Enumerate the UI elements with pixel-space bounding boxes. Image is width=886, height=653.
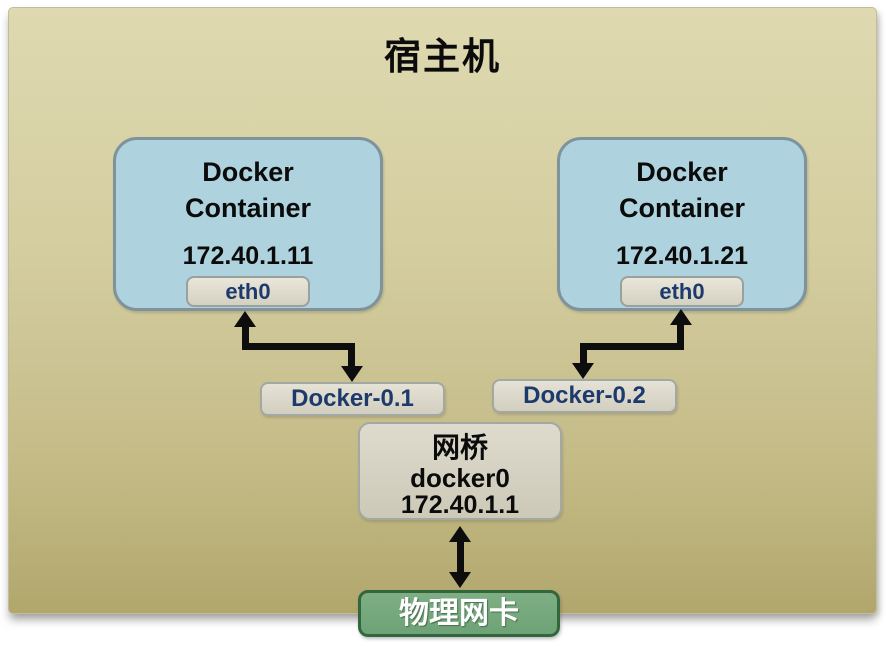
- arrowhead-down-icon: [341, 366, 363, 382]
- veth-docker-0-1-box: Docker-0.1: [260, 382, 445, 416]
- host-machine-title: 宿主机: [384, 36, 501, 77]
- arrow-segment: [242, 343, 355, 350]
- arrow-segment: [457, 540, 464, 574]
- arrowhead-down-icon: [572, 363, 594, 379]
- docker-container-1-name: Docker Container: [184, 157, 311, 223]
- arrowhead-up-icon: [670, 309, 692, 325]
- arrowhead-up-icon: [234, 311, 256, 327]
- docker-container-1-box: Docker Container 172.40.1.11 eth0: [113, 137, 383, 311]
- docker-container-2-box: Docker Container 172.40.1.21 eth0: [557, 137, 807, 311]
- bridge-ip: 172.40.1.1: [400, 491, 520, 519]
- arrow-segment: [677, 323, 684, 350]
- arrow-segment: [580, 343, 684, 350]
- arrowhead-up-icon: [449, 526, 471, 542]
- arrowhead-down-icon: [449, 572, 471, 588]
- arrow-segment: [242, 325, 249, 350]
- bridge-device: docker0: [410, 463, 510, 493]
- docker-container-2-ip: 172.40.1.21: [615, 242, 749, 270]
- docker-container-2-name: Docker Container: [618, 157, 745, 223]
- arrow-segment: [348, 343, 355, 368]
- bridge-name: 网桥: [431, 432, 488, 463]
- arrow-segment: [580, 343, 587, 366]
- veth-docker-0-2-box: Docker-0.2: [492, 379, 677, 413]
- docker-container-2-eth0-label: eth0: [620, 276, 744, 307]
- physical-nic-box: 物理网卡: [358, 590, 560, 637]
- docker-container-1-ip: 172.40.1.11: [182, 242, 314, 270]
- docker-container-1-eth0-label: eth0: [186, 276, 310, 307]
- bridge-box: 网桥 docker0 172.40.1.1: [358, 422, 562, 520]
